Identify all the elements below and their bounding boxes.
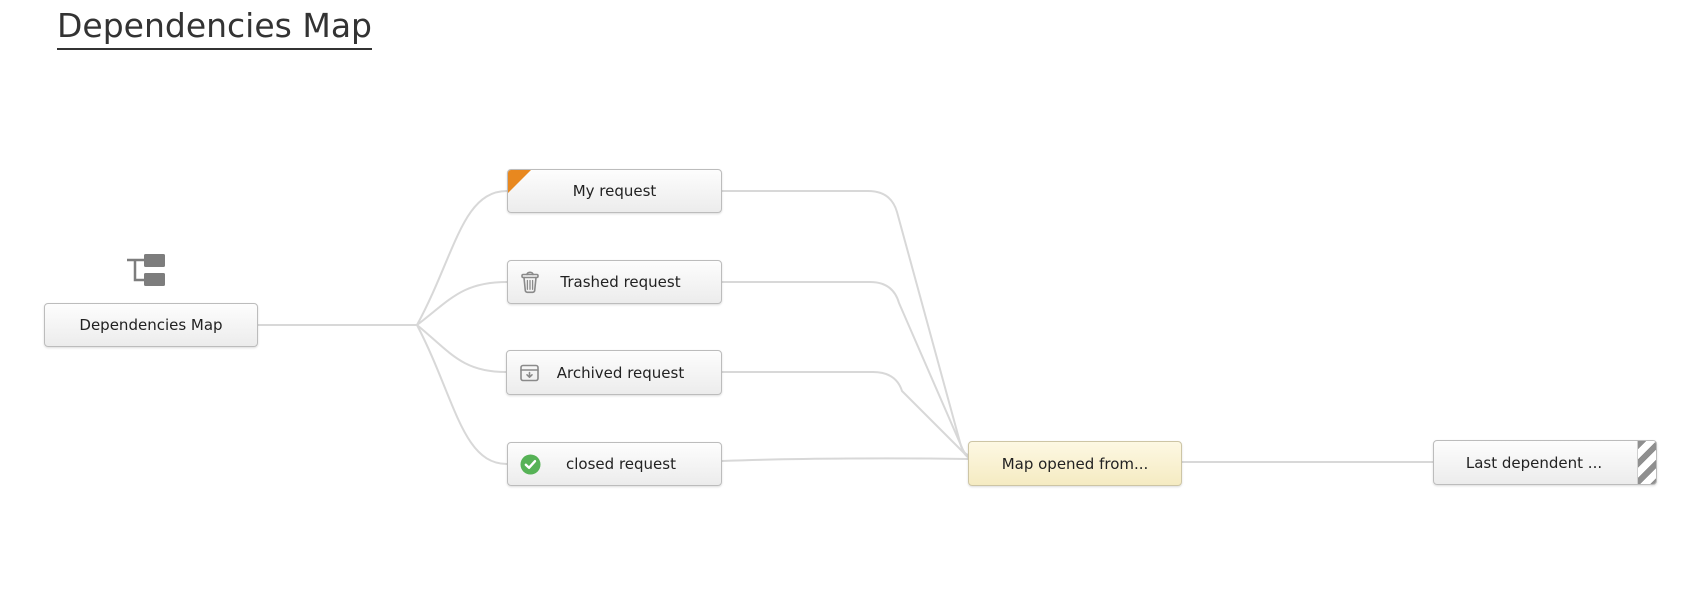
node-my-request-label: My request bbox=[572, 182, 657, 200]
edge-root-archived bbox=[416, 324, 507, 373]
edge-trashed-mapopened bbox=[721, 281, 969, 457]
orange-corner-flag-icon bbox=[508, 170, 531, 193]
edge-root-trashed bbox=[416, 281, 508, 326]
archive-icon bbox=[519, 362, 540, 383]
check-circle-icon bbox=[520, 454, 541, 475]
node-map-opened-from-label: Map opened from... bbox=[1001, 454, 1149, 473]
edge-archived-mapopened bbox=[721, 371, 969, 458]
page-title: Dependencies Map bbox=[57, 6, 372, 50]
node-trashed-request[interactable]: Trashed request bbox=[507, 260, 722, 304]
node-archived-request[interactable]: Archived request bbox=[506, 350, 722, 395]
striped-edge-icon bbox=[1637, 441, 1656, 484]
node-archived-request-label: Archived request bbox=[556, 363, 685, 382]
node-trashed-request-label: Trashed request bbox=[560, 273, 681, 291]
node-dependencies-map-label: Dependencies Map bbox=[79, 316, 223, 334]
node-last-dependent-label: Last dependent ... bbox=[1465, 453, 1603, 472]
node-dependencies-map[interactable]: Dependencies Map bbox=[44, 303, 258, 347]
node-last-dependent[interactable]: Last dependent ... bbox=[1433, 440, 1657, 485]
node-my-request[interactable]: My request bbox=[507, 169, 722, 213]
tree-hierarchy-icon bbox=[124, 251, 168, 289]
node-closed-request[interactable]: closed request bbox=[507, 442, 722, 486]
node-closed-request-label: closed request bbox=[566, 455, 676, 473]
edge-root-closed bbox=[416, 324, 508, 465]
trash-icon bbox=[520, 271, 540, 294]
edge-root-my bbox=[416, 190, 508, 326]
node-map-opened-from[interactable]: Map opened from... bbox=[968, 441, 1182, 486]
edge-closed-mapopened bbox=[721, 457, 969, 462]
edge-my-mapopened bbox=[721, 190, 969, 456]
